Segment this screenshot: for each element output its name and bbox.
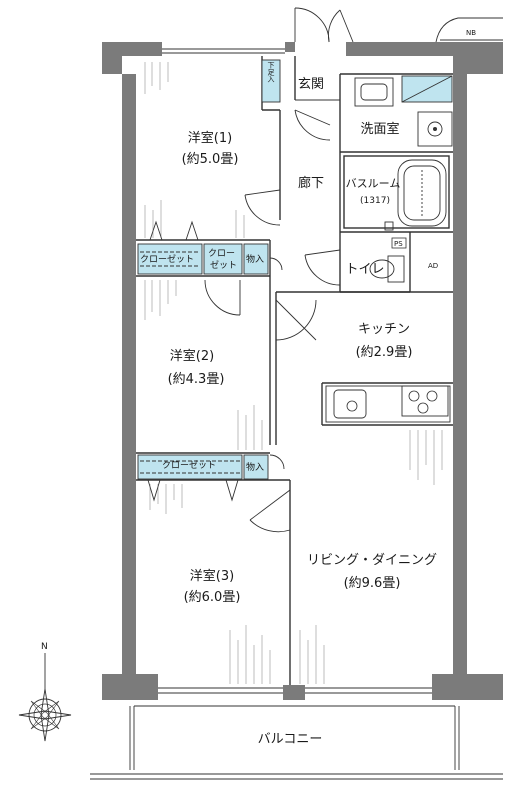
room1-name: 洋室(1) <box>188 130 232 146</box>
room2-size: (約4.3畳) <box>168 372 225 387</box>
washroom-label: 洗面室 <box>360 121 399 137</box>
toilet-fixture <box>369 255 405 283</box>
washing-machine-pan <box>417 111 453 147</box>
closet-label-1: クローゼット <box>140 253 194 265</box>
closet-row-2: クローゼット 物入 <box>137 454 269 480</box>
interior-walls <box>136 56 453 685</box>
shoe-box-label: 下足入 <box>267 62 275 83</box>
ad-label: AD <box>428 262 438 270</box>
closet-label-2: クローゼット <box>162 459 216 471</box>
room3-name: 洋室(3) <box>190 568 234 584</box>
room2-name: 洋室(2) <box>170 348 214 364</box>
storage-label-1: 物入 <box>246 253 264 265</box>
storage-label-2: 物入 <box>246 461 264 473</box>
ld-name: リビング・ダイニング <box>307 553 437 568</box>
bathroom-label: バスルーム <box>346 177 401 190</box>
ad-box: AD <box>428 262 438 270</box>
room1-size: (約5.0畳) <box>182 152 239 167</box>
outer-walls <box>102 42 503 700</box>
nb-corner: NB <box>435 17 503 43</box>
floor-hatching <box>144 62 443 684</box>
north-label: N <box>41 642 48 652</box>
balcony-area <box>90 705 503 780</box>
window-bottom <box>158 687 432 694</box>
ps-box: PS <box>391 237 407 249</box>
compass-icon: N <box>18 642 72 742</box>
doors <box>147 7 354 533</box>
bath-size-label: (1317) <box>360 196 390 206</box>
corridor-label: 廊下 <box>298 175 324 191</box>
nb-label: NB <box>466 29 476 37</box>
bathtub <box>343 155 450 231</box>
kitchen-size: (約2.9畳) <box>356 345 413 360</box>
room3-size: (約6.0畳) <box>184 590 241 605</box>
kitchen-counter <box>325 385 451 423</box>
closet-row-1: クローゼット クロー ゼット 物入 <box>137 243 269 275</box>
ld-size: (約9.6畳) <box>344 576 401 591</box>
window-top-left <box>162 48 285 54</box>
closet-small-label-b: ゼット <box>210 259 237 271</box>
entrance-label: 玄関 <box>298 77 324 92</box>
washroom-sink <box>354 75 453 107</box>
balcony-label: バルコニー <box>258 732 323 747</box>
closet-small-label-a: クロー <box>208 248 235 259</box>
ps-label: PS <box>394 240 403 248</box>
kitchen-name: キッチン <box>358 322 410 337</box>
toilet-label: トイレ <box>345 262 384 277</box>
